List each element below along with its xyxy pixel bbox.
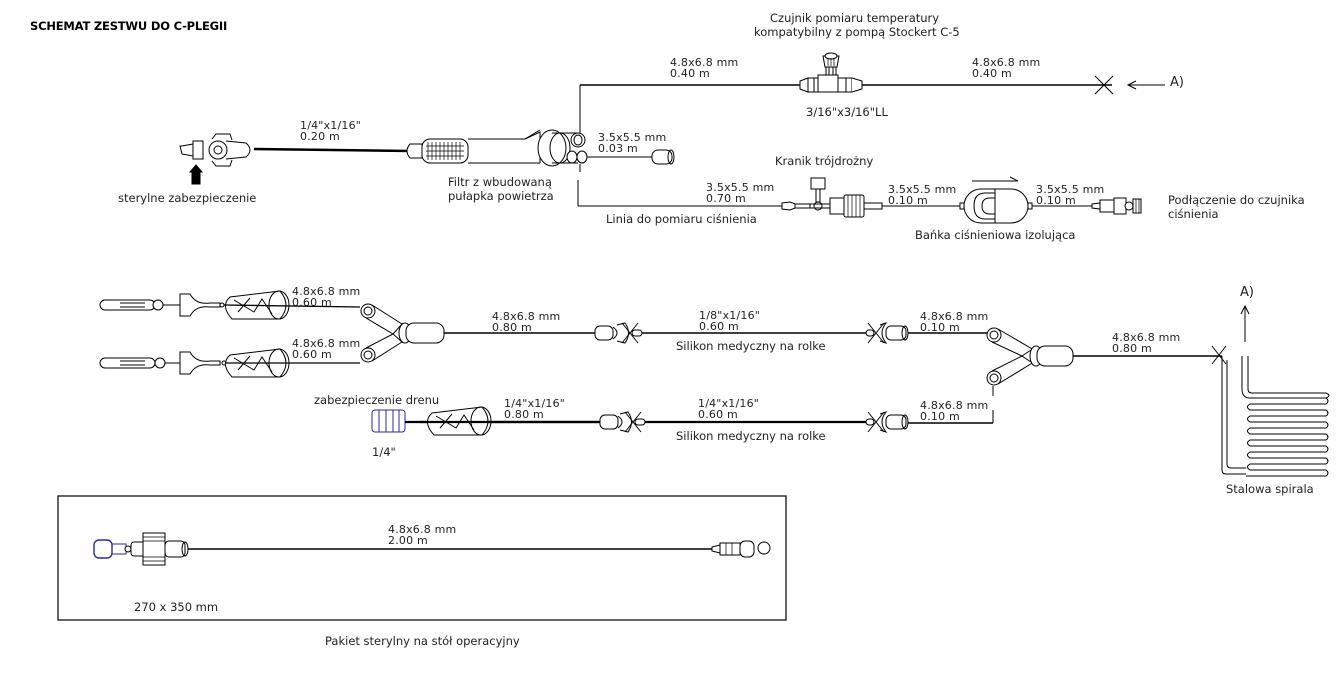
dim-main-in: 1/4"x1/16"0.20 m — [300, 119, 362, 143]
dim-pump-1: 1/8"x1/16"0.60 m — [699, 309, 761, 333]
label-drain-cap: zabezpieczenie drenu — [314, 393, 440, 407]
flow-direction-arrow-icon — [972, 176, 1019, 182]
sterile-cap-connector — [179, 133, 251, 167]
label-pressure-line: Linia do pomiaru ciśnienia — [606, 212, 757, 226]
pump-connector-1a — [594, 322, 643, 344]
pump-connector-2a — [599, 411, 646, 433]
label-sterile-cap: sterylne zabezpieczenie — [118, 191, 257, 205]
tube-main-in — [253, 147, 411, 153]
label-pressure-sensor-line1: Podłączenie do czujnika — [1168, 193, 1305, 207]
dim-pump-2: 1/4"x1/16"0.60 m — [698, 397, 760, 421]
filter-outlet-cap — [651, 149, 675, 165]
tube-clamp-mark — [1094, 75, 1114, 95]
label-silicone-1: Silikon medyczny na rolke — [676, 339, 826, 353]
label-pressure-bulb: Bańka ciśnieniowa izolująca — [915, 228, 1076, 242]
y-connector-1 — [360, 303, 445, 363]
coil-clamp-mark — [1211, 345, 1227, 365]
label-sterile-package: Pakiet sterylny na stół operacyjny — [325, 634, 520, 648]
label-temp-sensor-line2: kompatybilny z pompą Stockert C-5 — [754, 25, 960, 39]
pressure-isolation-bulb — [959, 188, 1033, 224]
diagram-title: SCHEMAT ZESTWU DO C-PLEGII — [30, 19, 228, 33]
three-way-stopcock — [781, 177, 883, 218]
dim-drain: 1/4"x1/16"0.80 m — [504, 397, 566, 421]
spike-2 — [99, 351, 227, 375]
label-temp-connector: 3/16"x3/16"LL — [806, 105, 888, 119]
pump-connector-1b — [865, 321, 909, 345]
pump-connector-2b — [865, 410, 909, 434]
sterile-cap-arrow-icon — [188, 164, 204, 185]
label-arrow-a-top: A) — [1170, 75, 1184, 90]
filter-bubble-trap — [406, 129, 588, 167]
steel-coil — [1221, 356, 1330, 477]
label-pressure-sensor-line2: ciśnienia — [1168, 207, 1219, 221]
label-steel-coil: Stalowa spirala — [1226, 482, 1314, 496]
label-temp-sensor-line1: Czujnik pomiaru temperatury — [770, 11, 940, 25]
label-filter-line1: Filtr z wbudowaną — [448, 175, 552, 189]
label-arrow-a-coil: A) — [1240, 285, 1254, 300]
package-luer-connector — [93, 532, 189, 566]
label-filter-line2: pułapka powietrza — [448, 189, 554, 203]
arrow-a-coil-icon — [1240, 304, 1250, 342]
package-end-connector — [711, 540, 771, 558]
sterile-package-box — [57, 495, 787, 621]
arrow-a-top-icon — [1126, 80, 1165, 90]
label-package-size: 270 x 350 mm — [134, 600, 219, 614]
y-connector-2 — [986, 327, 1074, 386]
pressure-sensor-connector — [1091, 197, 1142, 215]
label-stopcock: Kranik trójdrożny — [775, 154, 874, 168]
label-drain-size: 1/4" — [372, 445, 396, 459]
spike-1 — [99, 293, 225, 317]
temperature-sensor-connector — [799, 52, 863, 93]
drain-cap — [371, 409, 406, 433]
label-silicone-2: Silikon medyczny na rolke — [676, 429, 826, 443]
